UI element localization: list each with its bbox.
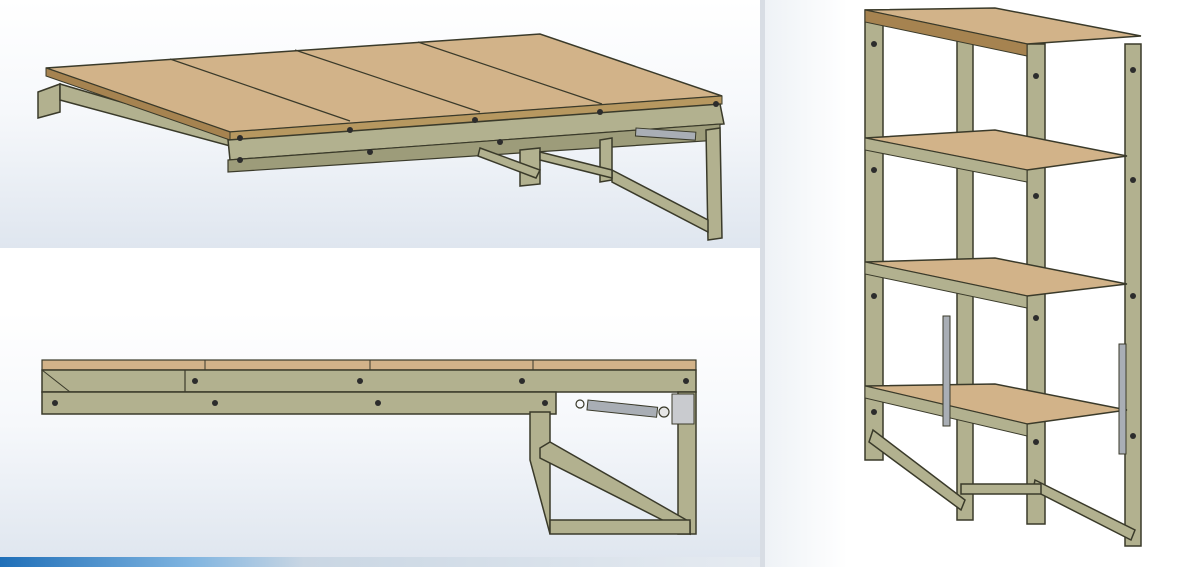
folding-table-isometric-render [37, 33, 725, 241]
viewport-divider [760, 0, 765, 567]
side-view-viewport [0, 312, 760, 560]
folding-shelves-render [864, 7, 1142, 547]
shelf-view-viewport [765, 0, 1179, 567]
isometric-view-viewport [0, 0, 760, 248]
folding-table-side-render [41, 359, 697, 536]
taskbar-strip [0, 557, 760, 567]
